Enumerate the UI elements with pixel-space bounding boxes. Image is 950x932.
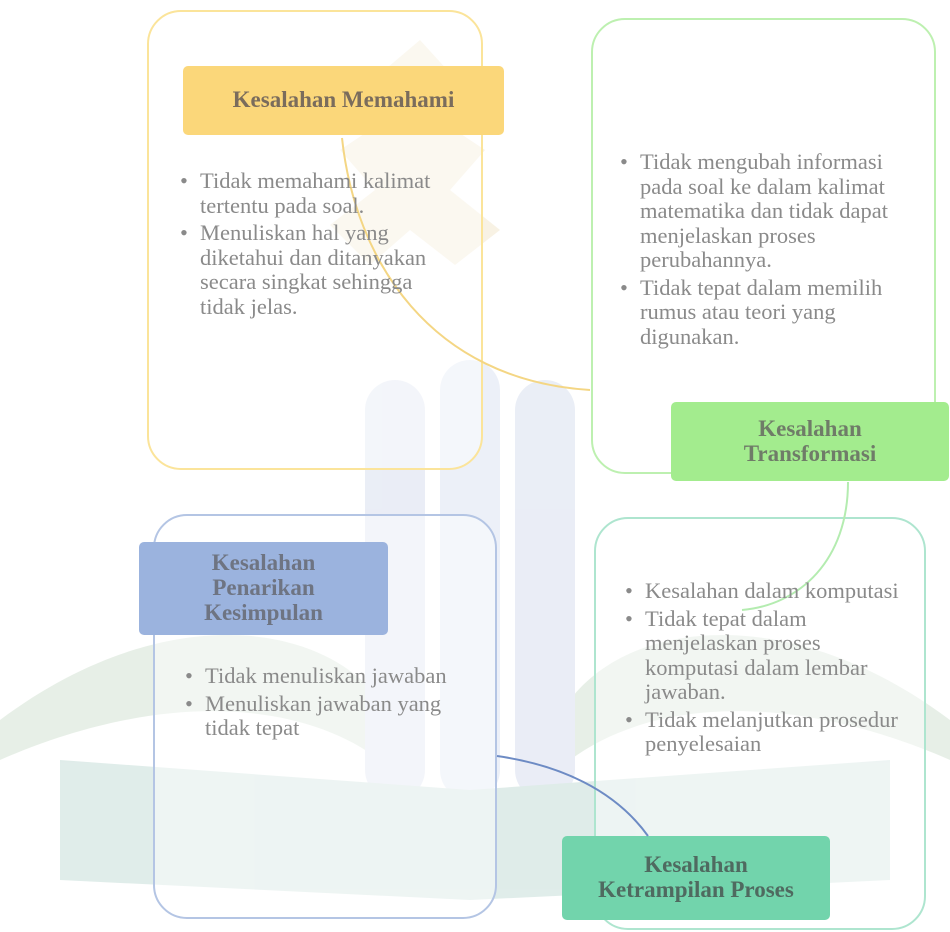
watermark-pillar-3 bbox=[515, 380, 575, 800]
list-item: Tidak memahami kalimat tertentu pada soa… bbox=[178, 168, 458, 218]
list-item: Tidak melanjutkan prosedur penyelesaian bbox=[623, 707, 915, 757]
label-memahami-text: Kesalahan Memahami bbox=[232, 87, 455, 113]
label-kesalahan-memahami: Kesalahan Memahami bbox=[183, 66, 504, 135]
list-item: Tidak mengubah informasi pada soal ke da… bbox=[618, 149, 908, 273]
label-proses-line1: Kesalahan bbox=[644, 852, 748, 878]
list-item: Menuliskan jawaban yang tidak tepat bbox=[183, 691, 455, 741]
list-item: Menuliskan hal yang diketahui dan ditany… bbox=[178, 220, 458, 319]
list-item: Tidak tepat dalam memilih rumus atau teo… bbox=[618, 275, 908, 350]
label-simpulan-line2: Penarikan bbox=[212, 575, 315, 601]
list-item: Tidak menuliskan jawaban bbox=[183, 663, 455, 689]
list-transformasi: Tidak mengubah informasi pada soal ke da… bbox=[618, 149, 908, 352]
label-kesalahan-penarikan-kesimpulan: Kesalahan Penarikan Kesimpulan bbox=[139, 542, 388, 635]
label-kesalahan-ketrampilan-proses: Kesalahan Ketrampilan Proses bbox=[562, 836, 830, 920]
list-item: Tidak tepat dalam menjelaskan proses kom… bbox=[623, 606, 915, 705]
label-simpulan-line3: Kesimpulan bbox=[204, 599, 323, 625]
label-transformasi-line2: Transformasi bbox=[743, 440, 877, 466]
label-kesalahan-transformasi: Kesalahan Transformasi bbox=[671, 402, 949, 481]
list-penarikan-kesimpulan: Tidak menuliskan jawaban Menuliskan jawa… bbox=[183, 663, 455, 744]
list-ketrampilan-proses: Kesalahan dalam komputasi Tidak tepat da… bbox=[623, 578, 915, 760]
label-proses-line2: Ketrampilan Proses bbox=[598, 877, 794, 902]
list-memahami: Tidak memahami kalimat tertentu pada soa… bbox=[178, 168, 458, 322]
watermark-pillar-2 bbox=[440, 360, 500, 800]
label-transformasi-line1: Kesalahan bbox=[758, 415, 862, 441]
label-simpulan-line1: Kesalahan bbox=[211, 550, 316, 576]
list-item: Kesalahan dalam komputasi bbox=[623, 578, 915, 604]
